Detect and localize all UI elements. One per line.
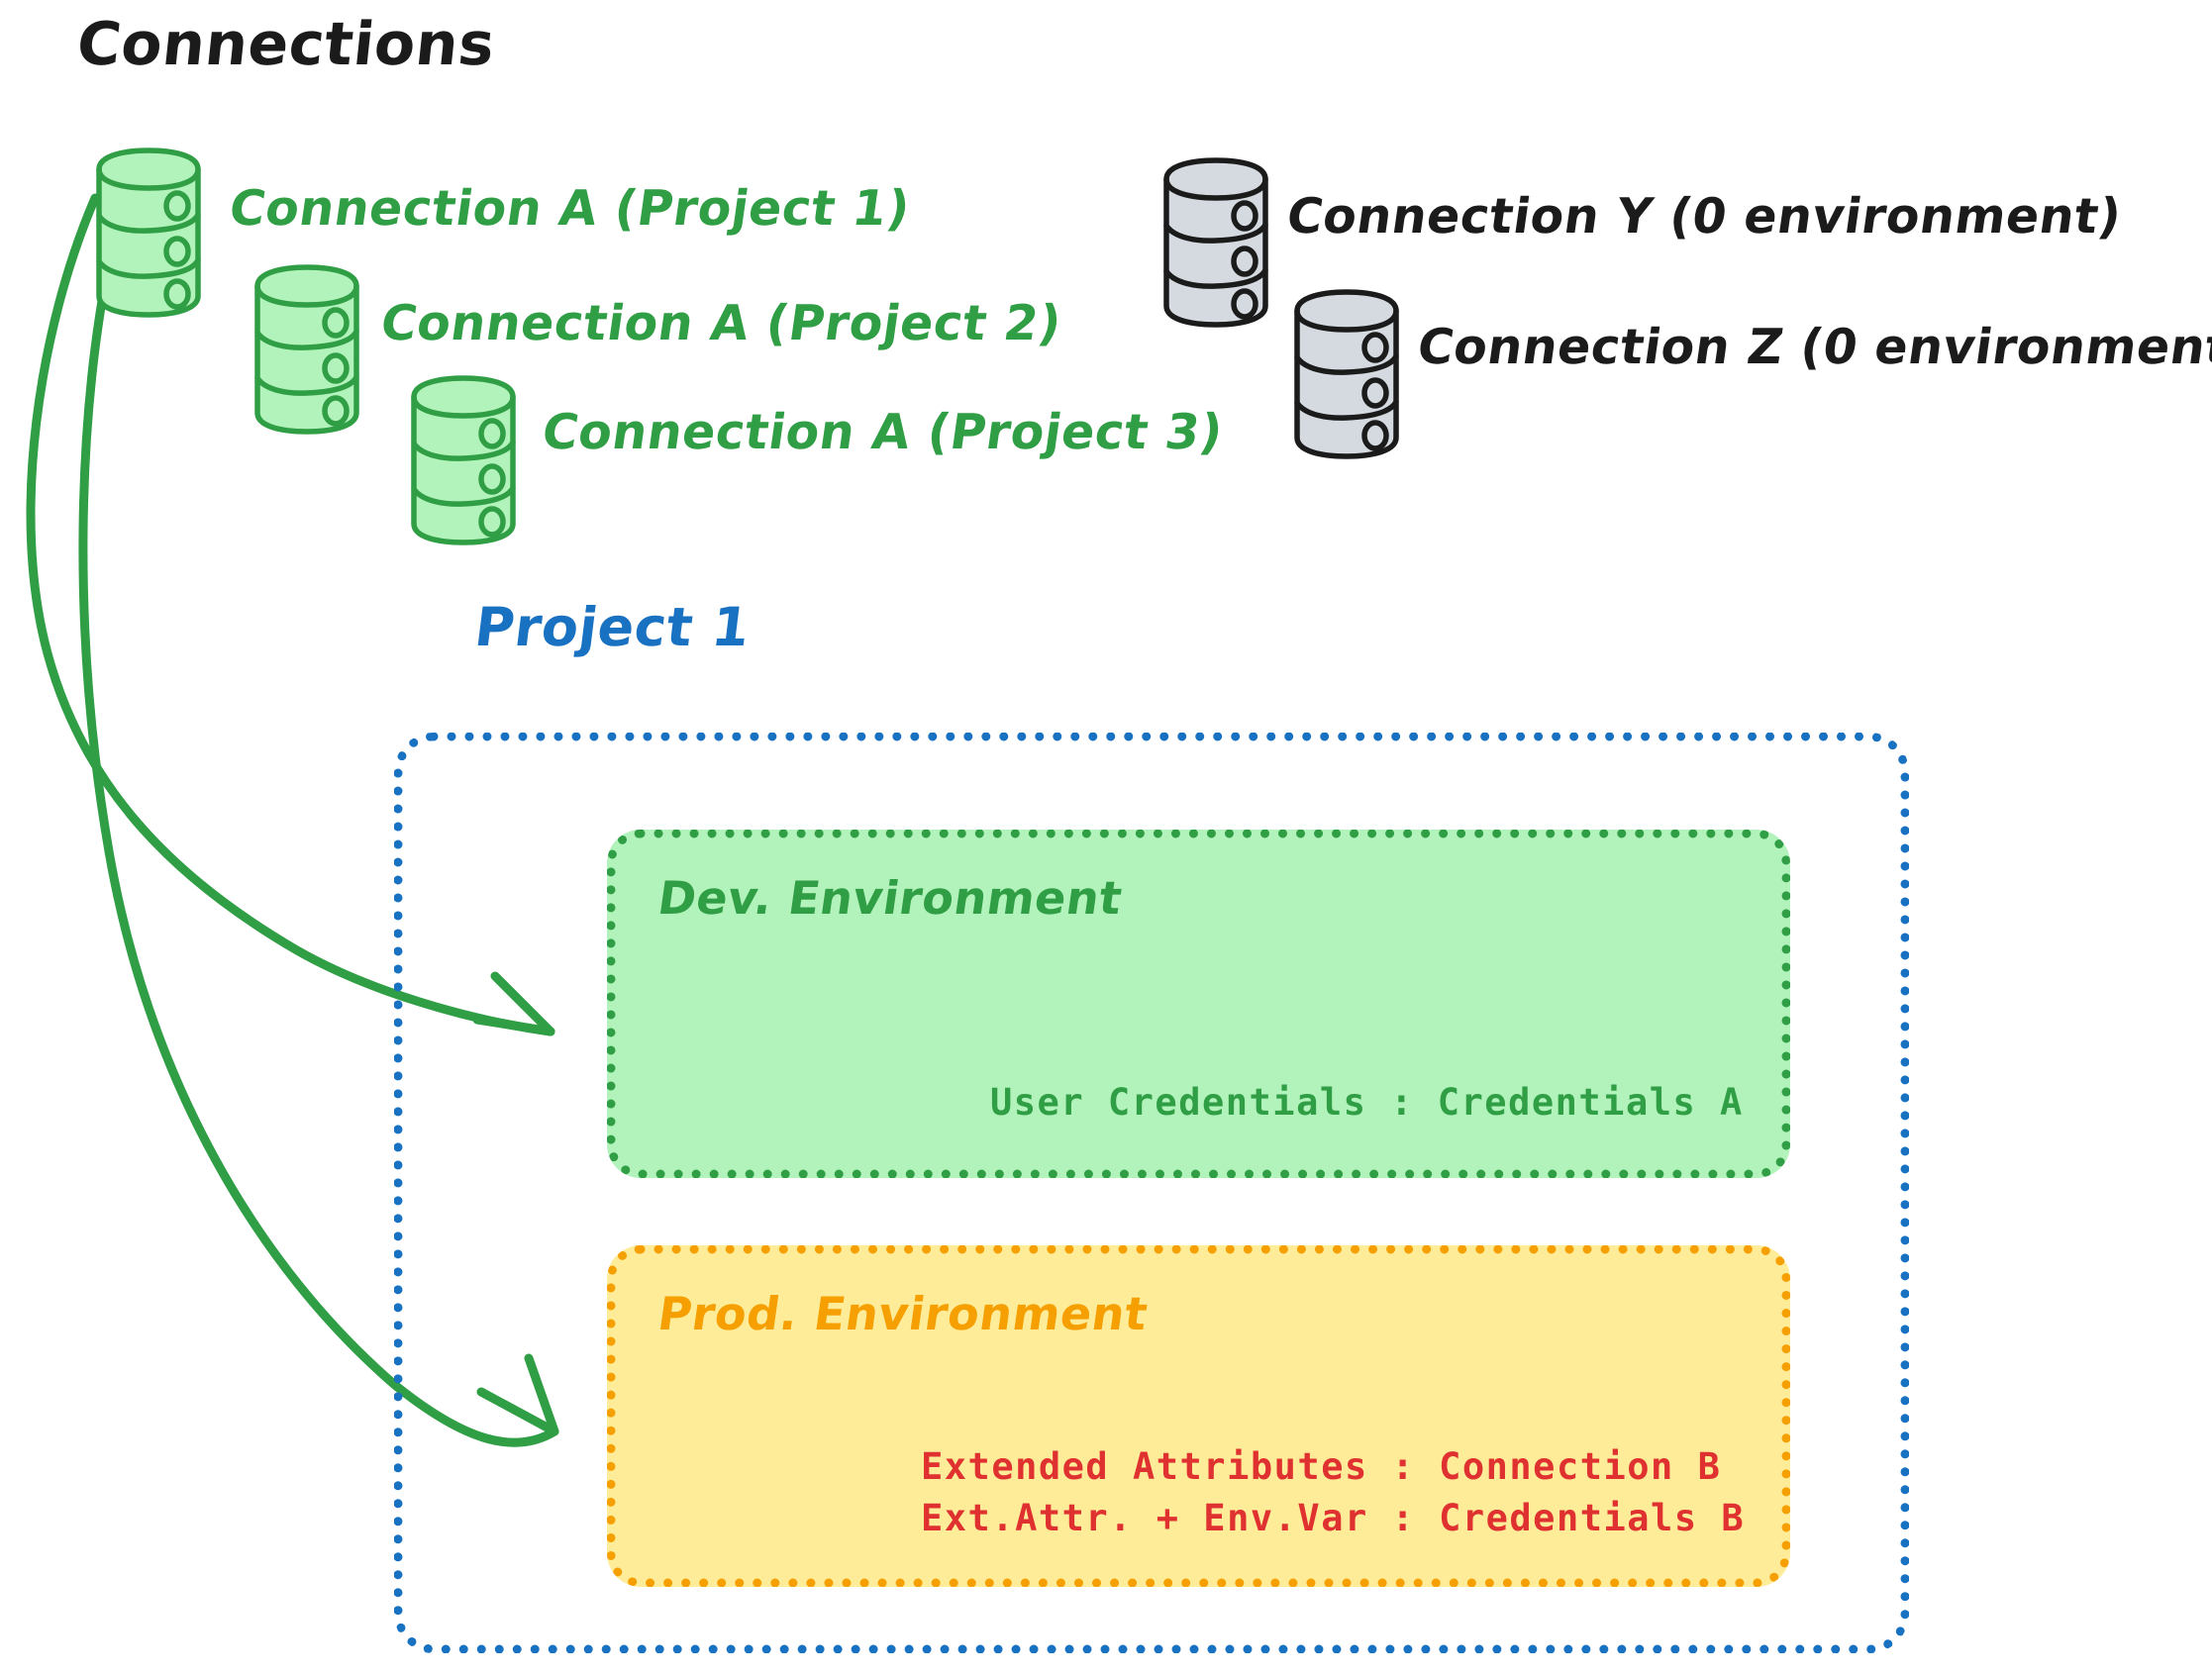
dev-environment-box: [607, 830, 1790, 1178]
database-cylinder-icon-connection-a-2[interactable]: [257, 267, 356, 432]
page-title: Connections: [73, 10, 499, 79]
prod-environment-title: Prod. Environment: [654, 1287, 1152, 1340]
dev-environment-line-1: User Credentials : Credentials A: [990, 1081, 1744, 1124]
project-1-container: [394, 733, 1909, 1653]
dev-environment-title: Dev. Environment: [654, 871, 1126, 925]
connection-label-z: Connection Z (0 environment): [1414, 319, 2212, 375]
arrow-head-prod: [524, 1353, 559, 1436]
connection-label-a-2: Connection A (Project 2): [377, 295, 1065, 351]
arrow-head-prod-2: [476, 1387, 559, 1436]
arrow-connection-a-to-prod: [78, 247, 559, 1447]
database-cylinder-icon-connection-a-3[interactable]: [414, 378, 513, 542]
project-title: Project 1: [471, 596, 754, 658]
connection-label-a-1: Connection A (Project 1): [226, 180, 914, 237]
database-cylinder-icon-connection-a-1[interactable]: [99, 150, 198, 315]
prod-environment-line-1: Extended Attributes : Connection B: [921, 1445, 1722, 1488]
database-cylinder-icon-connection-y[interactable]: [1166, 160, 1265, 325]
database-cylinder-icon-connection-z[interactable]: [1297, 292, 1396, 456]
prod-environment-box: [607, 1245, 1790, 1587]
arrow-head-dev-2: [472, 1015, 555, 1036]
connection-label-y: Connection Y (0 environment): [1283, 188, 2126, 245]
connection-label-a-3: Connection A (Project 3): [539, 404, 1227, 460]
prod-environment-line-2: Ext.Attr. + Env.Var : Credentials B: [921, 1497, 1746, 1539]
arrow-head-dev: [490, 971, 555, 1036]
